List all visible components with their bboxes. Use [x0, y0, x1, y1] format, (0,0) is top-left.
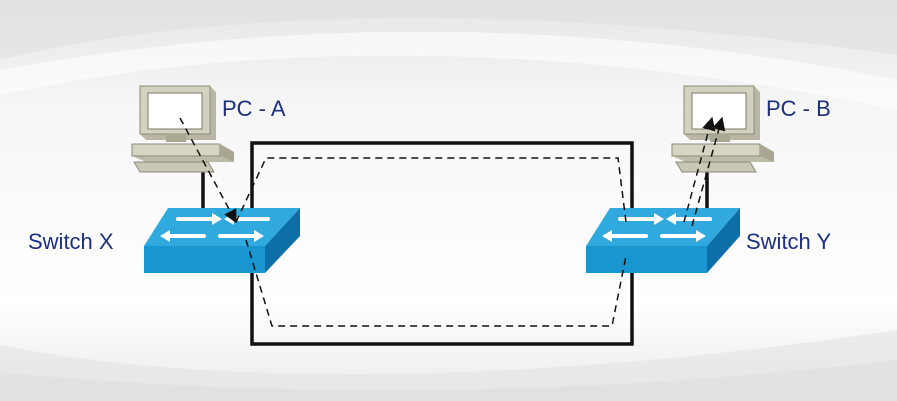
desktop-computer-icon — [671, 85, 774, 173]
network-switch-icon — [144, 208, 300, 273]
traffic-path-top — [235, 157, 627, 223]
switch-x[interactable]: Switch X — [28, 208, 300, 273]
desktop-computer-icon — [131, 85, 234, 173]
traffic-paths — [179, 116, 726, 327]
traffic-path-pc-a-to-switch-x — [179, 117, 237, 224]
link-bottom — [250, 260, 634, 346]
switch-link-loop — [250, 141, 634, 346]
network-switch-icon — [586, 208, 740, 273]
traffic-path-to-pc-b-2 — [691, 116, 726, 227]
pc-a-label: PC - A — [222, 96, 286, 121]
pc-b-label: PC - B — [766, 96, 831, 121]
link-top — [250, 141, 634, 213]
pc-a[interactable]: PC - A — [131, 85, 286, 173]
switch-y-label: Switch Y — [746, 229, 832, 254]
switch-y[interactable]: Switch Y — [586, 208, 832, 273]
switch-x-label: Switch X — [28, 229, 114, 254]
traffic-path-to-pc-b-1 — [683, 116, 716, 223]
